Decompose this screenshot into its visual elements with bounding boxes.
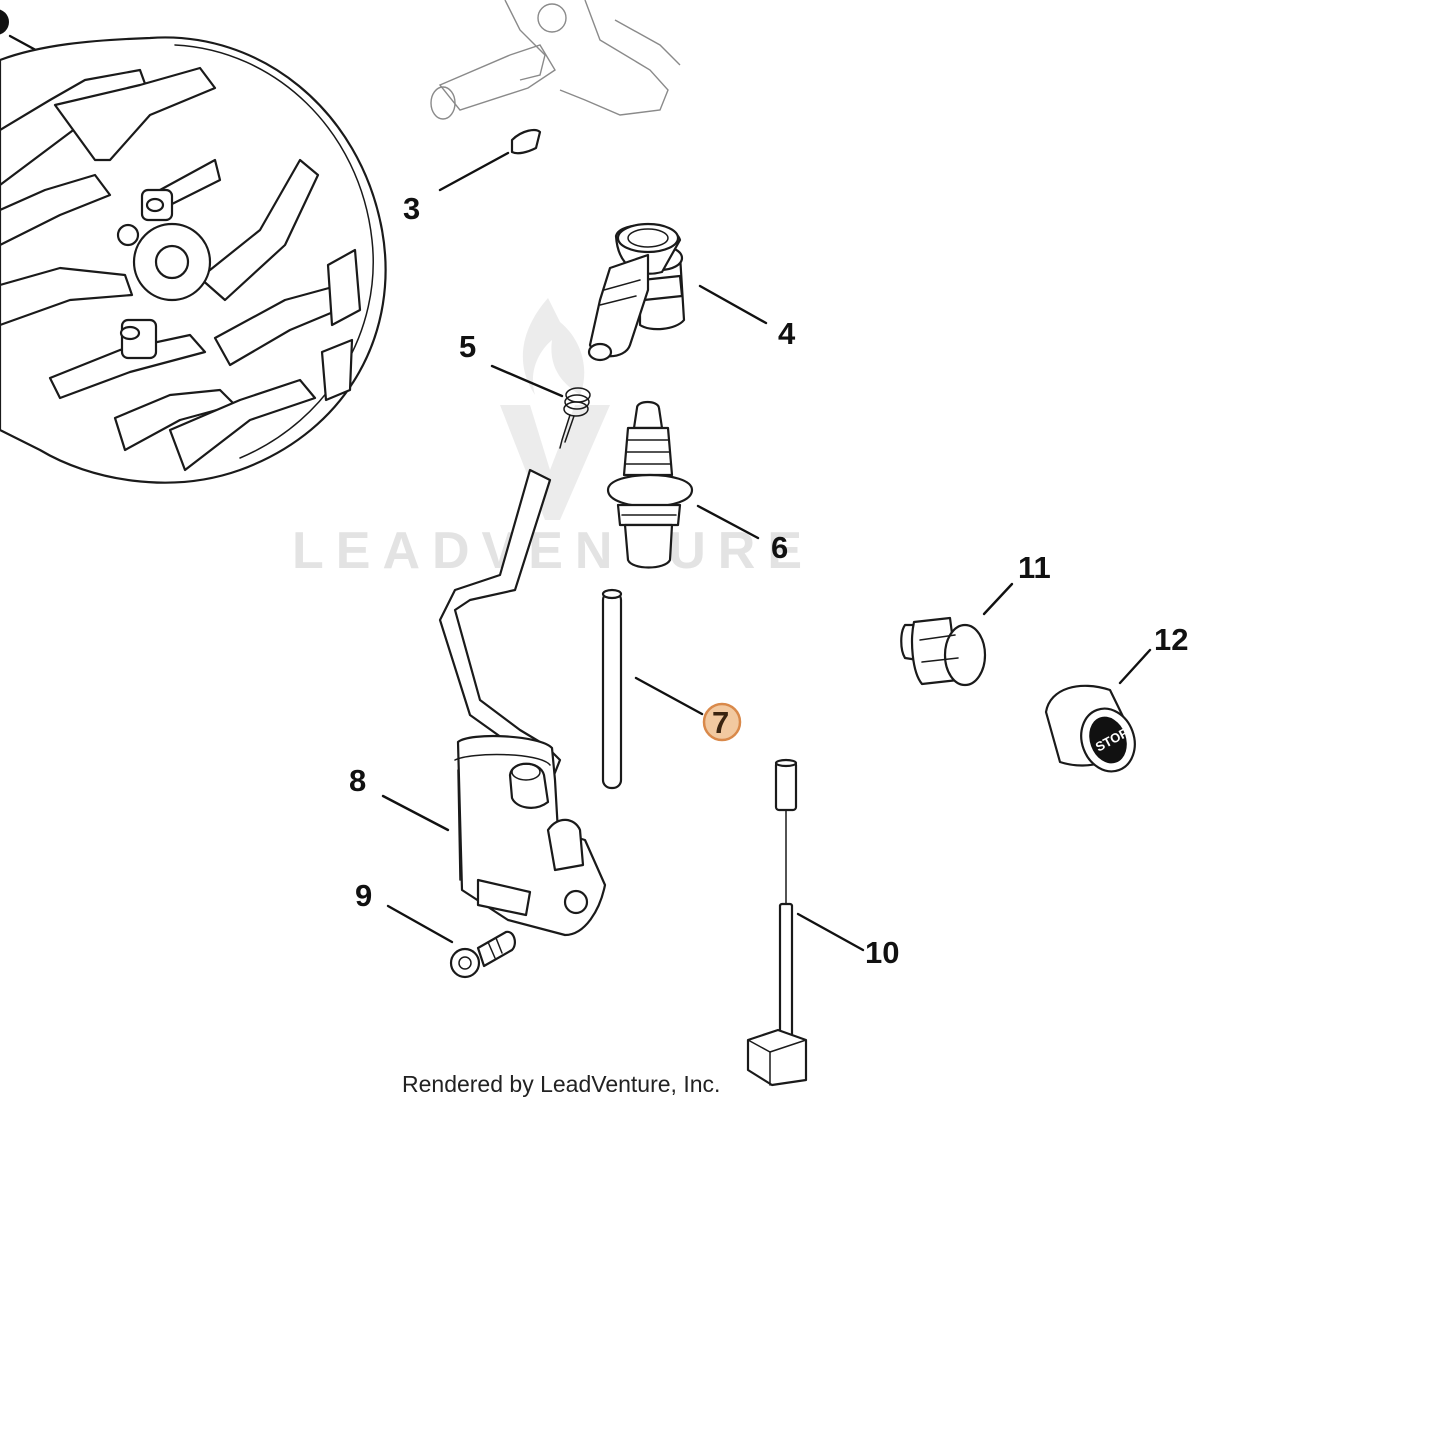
screw — [449, 930, 516, 979]
flywheel-key — [510, 129, 542, 155]
stop-wire — [746, 758, 808, 1087]
watermark-text: LEADVENTURE — [292, 522, 814, 580]
callout-11[interactable]: 11 — [1018, 550, 1051, 585]
callout-3[interactable]: 3 — [403, 191, 420, 226]
callout-5[interactable]: 5 — [459, 329, 476, 364]
ignition-coil — [438, 468, 607, 937]
spark-plug-spring — [559, 387, 591, 449]
callout-10[interactable]: 10 — [865, 935, 899, 970]
callout-6[interactable]: 6 — [771, 530, 788, 565]
watermark: LEADVENTURE — [292, 298, 814, 580]
callout-8[interactable]: 8 — [349, 763, 366, 798]
callout-7[interactable]: 7 — [712, 705, 729, 740]
spark-plug — [606, 400, 694, 569]
leader-lines — [381, 151, 1152, 952]
flywheel-illustration — [0, 36, 387, 484]
spark-plug-boot — [587, 222, 686, 362]
stop-switch-cap: STOP — [1044, 684, 1136, 773]
crankshaft-illustration — [430, 0, 681, 120]
switch-button — [900, 616, 987, 687]
callout-9[interactable]: 9 — [355, 878, 372, 913]
render-credit: Rendered by LeadVenture, Inc. — [402, 1071, 720, 1097]
rod-part — [601, 588, 623, 790]
callout-12[interactable]: 12 — [1154, 622, 1188, 657]
callout-7-highlight[interactable]: 7 — [702, 702, 742, 742]
callout-labels: 3 4 5 6 7 8 9 10 11 12 — [349, 191, 1188, 970]
callout-4[interactable]: 4 — [778, 316, 796, 351]
